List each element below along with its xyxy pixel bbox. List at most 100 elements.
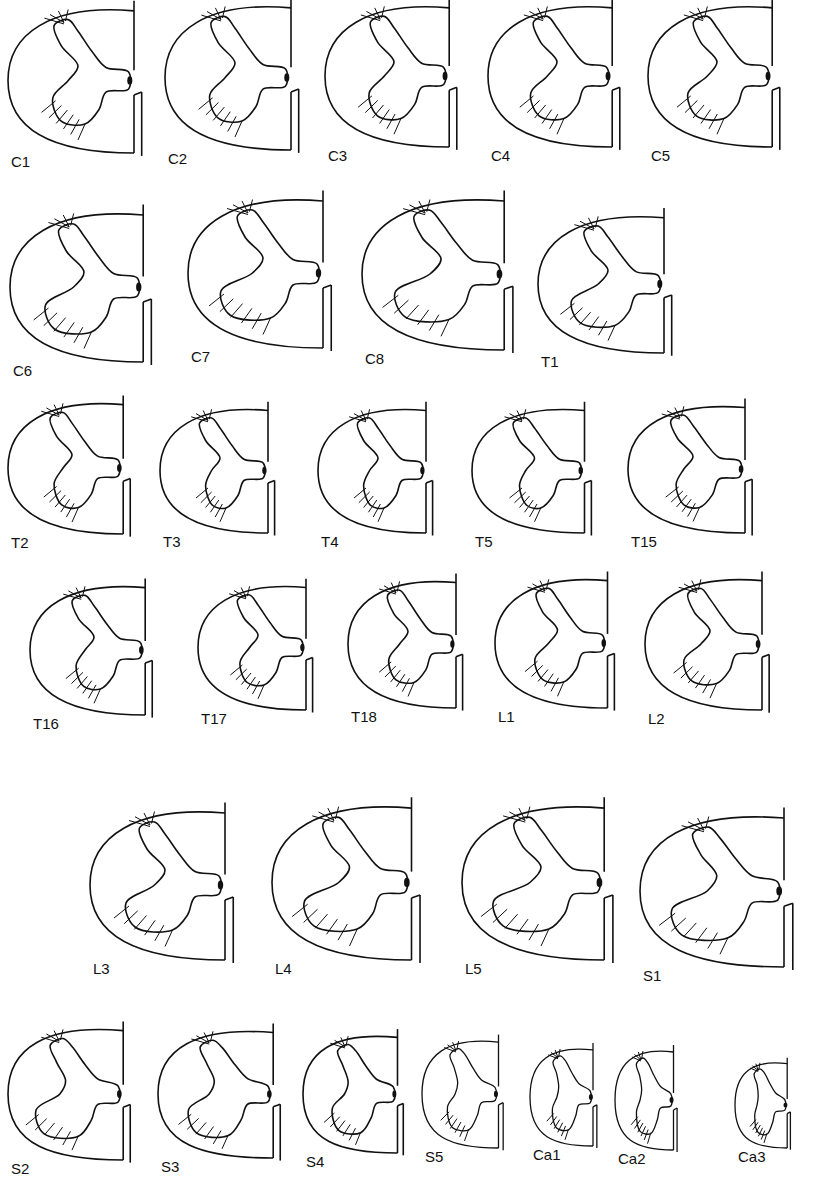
median-line	[122, 481, 124, 534]
ventral-rootlet	[205, 1127, 214, 1140]
median-line	[224, 803, 226, 875]
cord-outline	[8, 1030, 123, 1160]
median-line	[455, 657, 457, 708]
dorsal-rootlet	[453, 1042, 456, 1051]
ventral-rootlet	[77, 677, 87, 689]
cord-outline	[530, 1049, 593, 1146]
ventral-rootlet	[263, 318, 271, 335]
ventral-rootlet	[327, 919, 338, 934]
ventral-rootlet	[64, 322, 74, 337]
median-line	[664, 295, 672, 298]
ventral-rootlet	[368, 500, 376, 512]
gray-matter	[754, 1069, 786, 1135]
median-line	[673, 1110, 674, 1150]
dorsal-rootlet	[698, 818, 704, 830]
gray-matter	[53, 19, 131, 125]
ventral-rootlet	[589, 317, 599, 331]
ventral-rootlet	[56, 110, 67, 123]
ventral-rootlet	[63, 1131, 71, 1145]
median-line	[425, 483, 427, 533]
ventral-rootlet	[26, 1114, 39, 1125]
ventral-rootlet	[641, 1126, 646, 1136]
median-line	[499, 1103, 504, 1105]
median-line	[784, 903, 793, 906]
ventral-rootlet	[44, 486, 57, 497]
median-line	[790, 1112, 791, 1150]
ventral-rootlet	[635, 1120, 641, 1129]
central-canal	[597, 878, 603, 887]
median-line	[272, 1024, 274, 1085]
cord-section	[158, 1024, 280, 1161]
median-line	[498, 1035, 499, 1087]
dorsal-rootlet	[528, 587, 546, 592]
median-line	[142, 302, 144, 362]
ventral-rootlet	[696, 928, 707, 943]
median-line	[448, 0, 450, 66]
ventral-rootlet	[631, 1117, 638, 1125]
median-line	[122, 395, 124, 458]
segment-label: T16	[32, 716, 60, 732]
ventral-rootlet	[638, 1123, 643, 1132]
ventral-rootlet	[365, 100, 377, 112]
segment-label: C8	[364, 351, 385, 367]
ventral-rootlet	[441, 320, 449, 337]
segment-label: S4	[305, 1154, 325, 1170]
cord-section	[640, 807, 793, 970]
cord-outline	[488, 7, 612, 147]
median-line	[123, 1105, 130, 1108]
dorsal-rootlet	[382, 6, 385, 17]
segment-label: S3	[160, 1159, 180, 1175]
cord-outline	[462, 807, 604, 960]
ventral-rootlet	[114, 906, 129, 918]
cord-section	[472, 402, 591, 536]
gray-matter	[387, 590, 453, 683]
dorsal-rootlet	[379, 589, 396, 594]
cord-outline	[422, 1041, 499, 1148]
median-line	[290, 92, 292, 150]
median-line	[607, 656, 609, 708]
ventral-rootlet	[252, 313, 261, 329]
dorsal-rootlet	[60, 1029, 63, 1040]
ventral-rootlet	[338, 924, 347, 940]
ventral-rootlet	[753, 1122, 758, 1129]
median-line	[426, 481, 433, 484]
cord-outline	[362, 200, 504, 350]
ventral-rootlet	[206, 496, 216, 508]
ventral-rootlet	[258, 685, 264, 699]
dorsal-rootlet	[698, 579, 701, 590]
dorsal-rootlet	[63, 215, 69, 227]
dorsal-rootlet	[675, 408, 680, 418]
cord-section	[8, 1, 142, 156]
ventral-rootlet	[579, 312, 590, 325]
dorsal-rootlet	[391, 583, 396, 593]
gray-matter	[199, 418, 265, 509]
gray-matter	[50, 412, 120, 508]
dorsal-rootlet	[692, 581, 697, 592]
dorsal-rootlet	[559, 1049, 560, 1057]
ventral-rootlet	[337, 1121, 345, 1132]
ventral-rootlet	[383, 295, 399, 307]
dorsal-rootlet	[60, 403, 63, 414]
dorsal-rootlet	[215, 8, 221, 20]
cord-outline	[10, 214, 143, 362]
segment-label: T4	[320, 534, 340, 550]
ventral-rootlet	[445, 1115, 453, 1124]
dorsal-rootlet	[41, 1037, 59, 1042]
ventral-rootlet	[42, 101, 56, 113]
ventral-rootlet	[55, 495, 65, 507]
cord-outline	[303, 1036, 398, 1153]
median-line	[312, 658, 314, 713]
cord-outline	[645, 580, 762, 710]
median-line	[771, 0, 773, 66]
central-canal	[404, 878, 410, 887]
dorsal-rootlet	[367, 409, 369, 419]
ventral-rootlet	[455, 1122, 461, 1133]
median-line	[761, 657, 763, 710]
ventral-rootlet	[481, 904, 497, 916]
cord-section	[272, 797, 420, 963]
dorsal-rootlet	[241, 588, 246, 598]
dorsal-rootlet	[545, 6, 548, 17]
ventral-rootlet	[372, 105, 383, 118]
segment-label: S1	[642, 968, 662, 984]
